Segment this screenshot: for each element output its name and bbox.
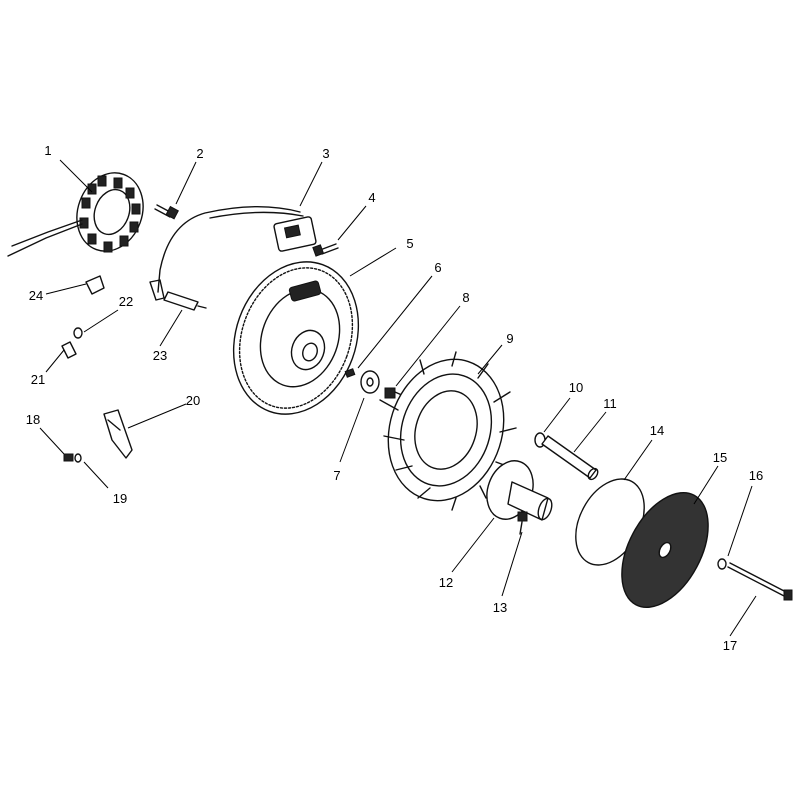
- callout-14: 14: [650, 423, 664, 438]
- leader-13: [501, 531, 523, 597]
- leader-2: [175, 161, 197, 205]
- spacer-part: [541, 435, 599, 481]
- leader-8: [395, 305, 461, 387]
- callout-23: 23: [153, 348, 167, 363]
- leader-21: [45, 349, 65, 373]
- callout-16: 16: [749, 468, 763, 483]
- washer-part-22: [73, 327, 83, 339]
- callout-18: 18: [26, 412, 40, 427]
- leader-lines: [39, 159, 757, 637]
- callout-15: 15: [713, 450, 727, 465]
- flywheel-part: [232, 261, 360, 415]
- leader-22: [83, 309, 119, 333]
- callout-10: 10: [569, 380, 583, 395]
- callout-24: 24: [29, 288, 43, 303]
- callout-1: 1: [44, 143, 51, 158]
- callout-4: 4: [368, 190, 375, 205]
- drive-hub-part: [486, 460, 553, 521]
- leader-11: [573, 411, 607, 453]
- screw-part-4: [312, 243, 339, 257]
- leader-15: [693, 465, 719, 505]
- bracket-part: [103, 409, 133, 459]
- leader-17: [729, 595, 757, 637]
- washer-part-19: [74, 453, 82, 463]
- leader-20: [127, 403, 187, 429]
- leader-4: [337, 205, 367, 241]
- callout-11: 11: [603, 396, 617, 411]
- callout-3: 3: [322, 146, 329, 161]
- callout-19: 19: [113, 491, 127, 506]
- leader-18: [39, 427, 65, 455]
- spark-plug-part: [163, 291, 207, 311]
- callout-21: 21: [31, 372, 45, 387]
- callout-22: 22: [119, 294, 133, 309]
- screw-part-2: [154, 204, 179, 220]
- callout-9: 9: [506, 331, 513, 346]
- leader-12: [451, 517, 495, 573]
- callout-17: 17: [723, 638, 737, 653]
- leader-5: [349, 247, 397, 277]
- callout-13: 13: [493, 600, 507, 615]
- leader-7: [339, 397, 365, 463]
- callout-numbers: 1 2 3 4 5 6 7 8 9 10 11 12 13 14 15 16 1…: [26, 143, 763, 653]
- leader-23: [159, 309, 183, 347]
- callout-12: 12: [439, 575, 453, 590]
- callout-20: 20: [186, 393, 200, 408]
- screen-part: [621, 492, 709, 608]
- leader-1: [59, 159, 93, 193]
- stator-part: [7, 172, 144, 257]
- leader-3: [299, 161, 323, 207]
- leader-16: [727, 485, 753, 557]
- leader-19: [83, 461, 109, 489]
- callout-5: 5: [406, 236, 413, 251]
- callout-7: 7: [333, 468, 340, 483]
- callout-6: 6: [434, 260, 441, 275]
- screw-part-13: [517, 511, 528, 535]
- leader-6: [357, 275, 433, 369]
- fan-part: [379, 351, 517, 511]
- callout-8: 8: [462, 290, 469, 305]
- leader-9: [477, 344, 503, 375]
- key-part: [344, 368, 356, 378]
- leader-10: [543, 397, 571, 433]
- washer-part-16: [717, 558, 727, 570]
- leader-24: [45, 283, 87, 295]
- washer-part-7: [360, 370, 380, 394]
- long-screw-part: [727, 562, 793, 601]
- ignition-module-part: [149, 206, 317, 301]
- leader-14: [623, 439, 653, 481]
- callout-2: 2: [196, 146, 203, 161]
- screw-part-18: [63, 453, 74, 462]
- clip-part-24: [85, 275, 105, 295]
- terminal-part: [61, 341, 77, 359]
